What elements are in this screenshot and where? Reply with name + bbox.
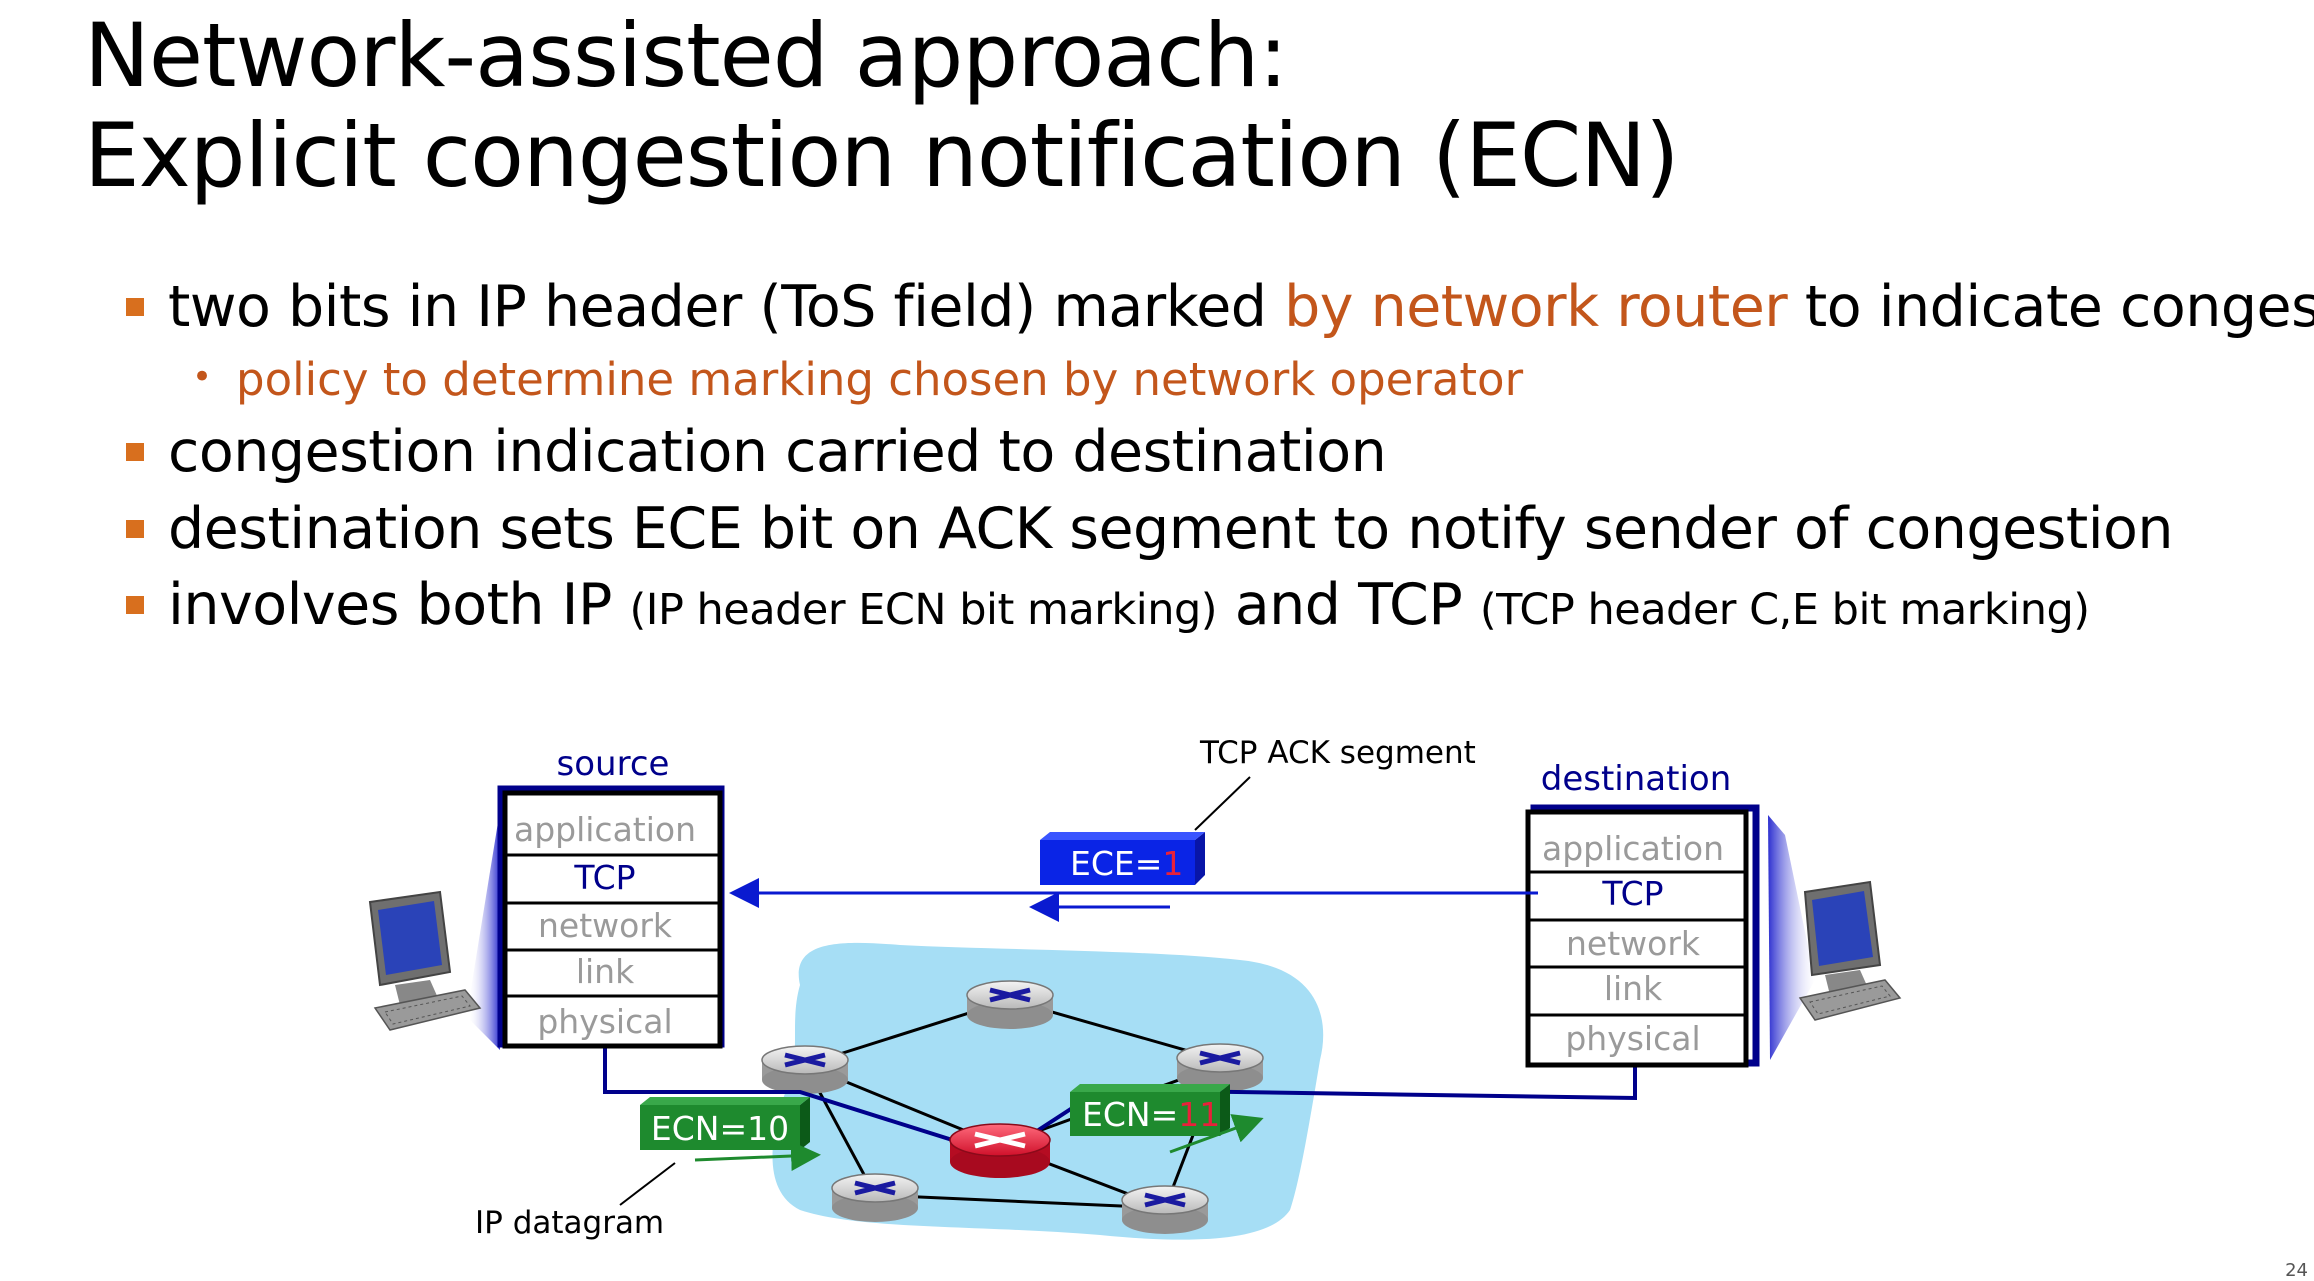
bullet-4-text-a: involves both IP [168, 572, 630, 638]
congested-router [949, 1123, 1051, 1178]
svg-text:ECE=1: ECE=1 [1070, 844, 1183, 883]
ip-datagram-leader [619, 1162, 676, 1206]
destination-layer-link: link [1604, 969, 1663, 1008]
bullet-2-text: congestion indication carried to destina… [168, 419, 1387, 485]
ecn-11-motion-arrow [1169, 1114, 1264, 1154]
destination-layer-network: network [1566, 924, 1701, 963]
network-cloud [772, 942, 1324, 1240]
bullet-2: congestion indication carried to destina… [126, 417, 1387, 487]
router-bottom-right [1121, 1185, 1209, 1234]
router-top [966, 980, 1054, 1029]
bullet-1-text-a: two bits in IP header (ToS field) marked [168, 274, 1285, 340]
bullet-1: two bits in IP header (ToS field) marked… [126, 272, 2314, 342]
title-line-1: Network-assisted approach: [84, 4, 1288, 107]
ecn-10-packet: ECN=10 [640, 1097, 810, 1150]
ece-packet: ECE=1 [1040, 832, 1205, 885]
bullet-4: involves both IP (IP header ECN bit mark… [126, 570, 2090, 645]
sub-bullet-1-text: policy to determine marking chosen by ne… [236, 353, 1524, 406]
router-bottom-left [831, 1173, 919, 1222]
source-layer-physical: physical [537, 1002, 672, 1041]
ip-datagram-label: IP datagram [475, 1205, 664, 1241]
ack-segment-label: TCP ACK segment [1199, 735, 1476, 771]
destination-layer-tcp: TCP [1601, 874, 1663, 913]
source-fan [470, 810, 500, 1050]
source-label: source [557, 744, 670, 784]
title-line-2: Explicit congestion notification (ECN) [84, 104, 1680, 207]
destination-layer-physical: physical [1565, 1019, 1700, 1058]
router-left [761, 1045, 849, 1094]
bullet-3-text: destination sets ECE bit on ACK segment … [168, 496, 2174, 562]
ecn-11-packet: ECN=11 [1070, 1084, 1230, 1136]
ece-value: 1 [1162, 844, 1183, 883]
ecn-11-prefix: ECN= [1082, 1095, 1178, 1134]
bullet-4-small-b: (TCP header C,E bit marking) [1479, 585, 2090, 635]
ack-label-leader [1194, 776, 1251, 831]
ecn-10-motion-arrow [694, 1141, 821, 1171]
destination-stack: application TCP network link physical [1525, 804, 1760, 1068]
bullet-4-small-a: (IP header ECN bit marking) [629, 585, 1218, 635]
source-layer-network: network [538, 906, 673, 945]
source-stack: application TCP network link physical [497, 785, 725, 1049]
ece-prefix: ECE= [1070, 844, 1162, 883]
svg-text:ECN=11: ECN=11 [1082, 1095, 1220, 1134]
source-computer-icon [368, 890, 482, 1031]
bullet-1-highlight: by network router [1284, 274, 1788, 340]
bullet-3: destination sets ECE bit on ACK segment … [126, 494, 2174, 564]
slide-title: Network-assisted approach: Explicit cong… [84, 4, 1680, 207]
bullet-4-text-b: and TCP [1217, 572, 1480, 638]
destination-computer-icon [1798, 880, 1902, 1021]
ecn-10-label: ECN=10 [651, 1109, 789, 1148]
source-layer-tcp: TCP [573, 858, 635, 897]
router-right [1176, 1043, 1264, 1092]
sub-bullet-1: policy to determine marking chosen by ne… [192, 347, 1524, 410]
ecn-11-value: 11 [1178, 1095, 1220, 1134]
destination-label: destination [1541, 759, 1732, 799]
bullet-1-text-b: to indicate congestion [1804, 274, 2314, 340]
slide-number: 24 [2285, 1260, 2308, 1281]
source-layer-application: application [514, 810, 696, 849]
source-layer-link: link [576, 952, 635, 991]
destination-layer-application: application [1542, 829, 1724, 868]
